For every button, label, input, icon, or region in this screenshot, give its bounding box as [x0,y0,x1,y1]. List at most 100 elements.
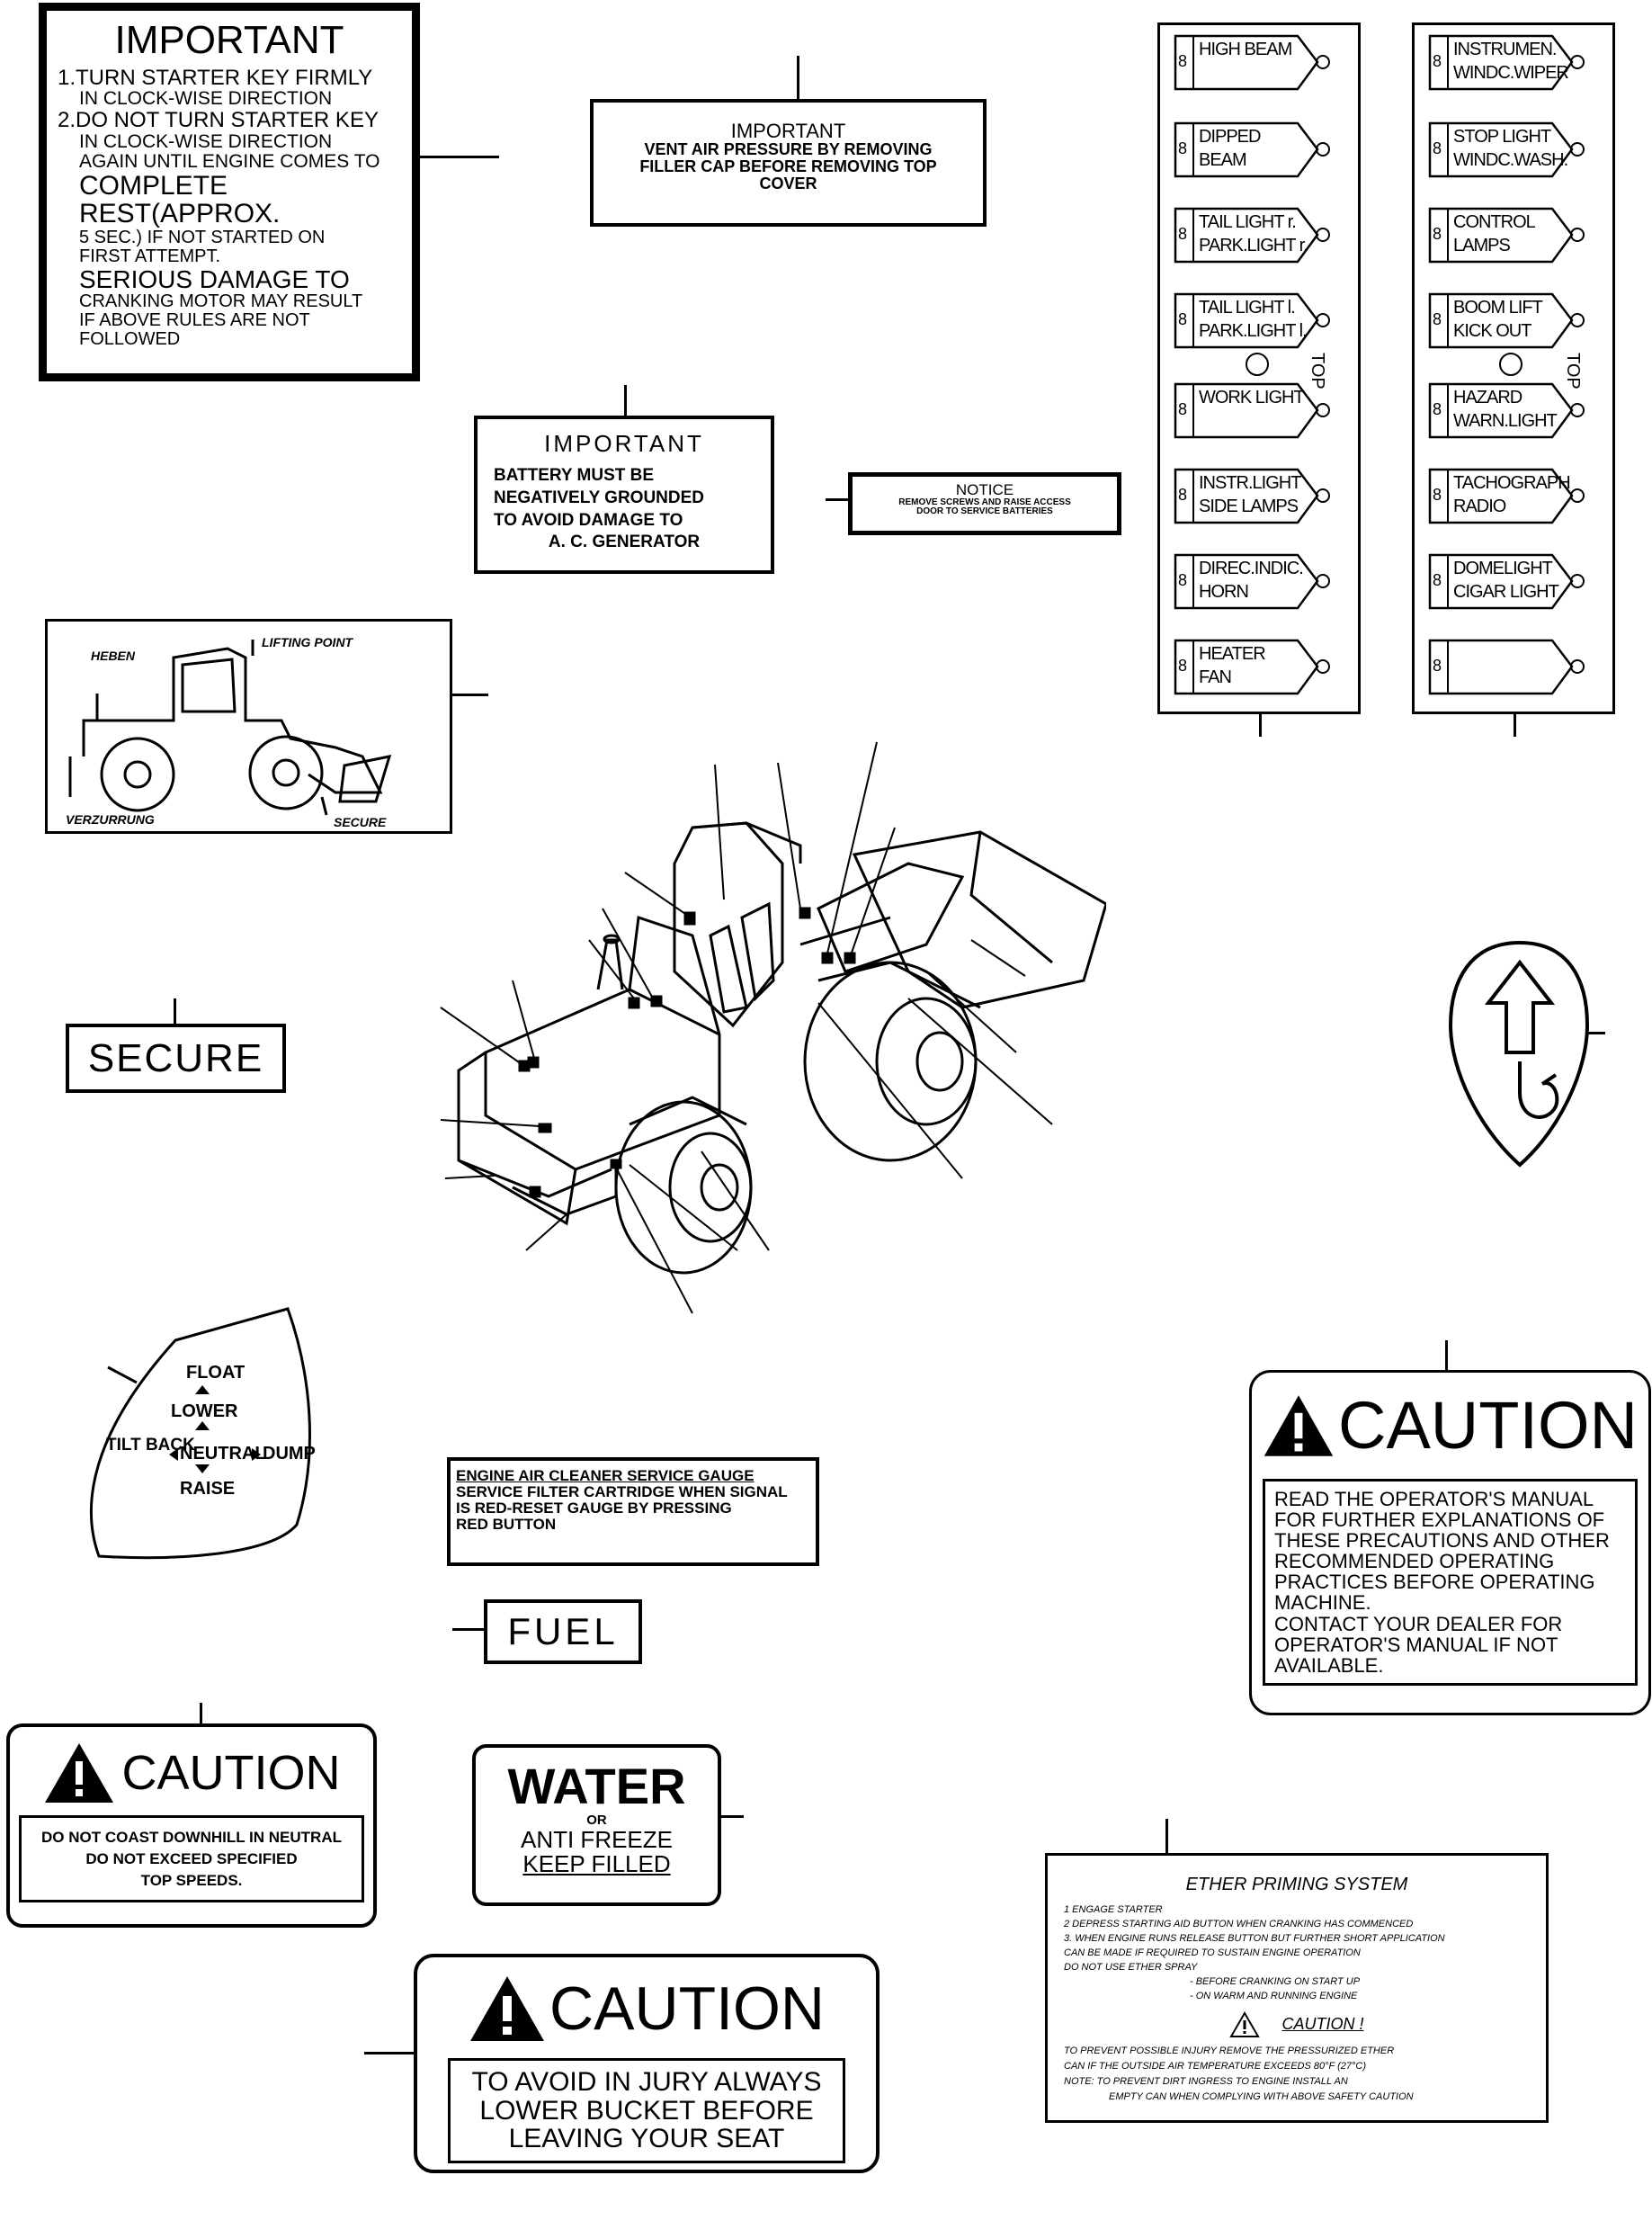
fuse-tag-outline [1174,292,1330,349]
fuse-tag-outline [1428,553,1585,610]
lever-neutral-label: NEUTRAL [180,1444,266,1464]
battery-decal-line: A. C. GENERATOR [548,533,701,552]
fuse-label: FAN [1199,667,1232,687]
caution-coast-body: DO NOT COAST DOWNHILL IN NEUTRAL DO NOT … [19,1815,364,1903]
secure-decal: SECURE [66,1024,286,1093]
caution-manual-line: FOR FURTHER EXPLANATIONS OF [1274,1508,1605,1532]
fuse-label: CIGAR LIGHT [1453,582,1559,602]
caution-header: CAUTION [1263,1385,1638,1466]
starter-decal-line: CRANKING MOTOR MAY RESULT [79,291,363,312]
leader-line [797,56,799,101]
fuel-decal: FUEL [484,1599,642,1664]
fuse-slot: 8 [1428,639,1585,695]
caution-manual-line: MACHINE. [1274,1591,1371,1615]
caution-manual-line: AVAILABLE. [1274,1653,1384,1677]
fuse-label: KICK OUT [1453,321,1531,341]
ether-step: - BEFORE CRANKING ON START UP [1190,1975,1361,1987]
fuse-label: WARN.LIGHT [1453,411,1558,431]
leader-line [624,385,627,416]
starter-decal-line: 2.DO NOT TURN STARTER KEY [58,108,379,133]
ether-caution-line: NOTE: TO PREVENT DIRT INGRESS TO ENGINE … [1064,2075,1348,2087]
leader-line [1587,1032,1605,1034]
fuse-amp: 8 [1433,139,1442,157]
fuse-label: TACHOGRAPH [1453,473,1571,493]
lever-lower-label: LOWER [171,1401,238,1421]
air-cleaner-gauge-decal: ENGINE AIR CLEANER SERVICE GAUGE SERVICE… [447,1457,819,1566]
fuse-label: TAIL LIGHT l. [1199,298,1296,318]
caution-bucket-line: TO AVOID IN JURY ALWAYS [471,2067,822,2097]
ether-step: DO NOT USE ETHER SPRAY [1064,1961,1198,1973]
fuse-tag-outline [1174,207,1330,264]
vent-decal-title: IMPORTANT [730,120,846,142]
caution-bucket-line: LEAVING YOUR SEAT [508,2124,785,2153]
starter-decal-line: AGAIN UNTIL ENGINE COMES TO [79,150,380,172]
leader-line [1259,714,1262,737]
fuse-label: SIDE LAMPS [1199,497,1299,516]
fuse-amp: 8 [1178,657,1188,675]
fuse-amp: 8 [1178,310,1188,328]
ether-caution-title: CAUTION ! [1281,2015,1364,2034]
starter-decal-line: COMPLETE REST(APPROX. [79,170,281,229]
caution-manual-decal: CAUTION READ THE OPERATOR'S MANUAL FOR F… [1249,1370,1651,1715]
verzurrung-label: VERZURRUNG [66,812,155,827]
leader-line [721,1815,744,1818]
starter-key-decal: IMPORTANT 1.TURN STARTER KEY FIRMLY IN C… [39,3,420,381]
water-or: OR [586,1812,607,1828]
fuse-label: HORN [1199,582,1249,602]
fuse-amp: 8 [1178,486,1188,504]
wheel-loader-illustration [440,741,1106,1314]
warning-triangle-icon [1229,2010,1261,2037]
fuse-amp: 8 [1433,657,1442,675]
caution-coast-line: DO NOT COAST DOWNHILL IN NEUTRAL [41,1829,342,1846]
fuse-label: WINDC.WASH. [1453,150,1568,170]
lever-dump-label: DUMP [263,1444,316,1464]
battery-decal-line: TO AVOID DAMAGE TO [494,510,683,530]
fuse-amp: 8 [1433,310,1442,328]
fuse-amp: 8 [1433,486,1442,504]
fuse-top-label-right: TOP [1563,353,1583,389]
ether-step: 1 ENGAGE STARTER [1064,1904,1163,1915]
leader-line [174,998,176,1024]
fuse-tag-outline [1174,468,1330,524]
secure-label: SECURE [334,815,387,829]
air-cleaner-title: ENGINE AIR CLEANER SERVICE GAUGE [456,1467,755,1484]
water-line2: KEEP FILLED [522,1849,671,1877]
ether-step: - ON WARM AND RUNNING ENGINE [1190,1990,1358,2001]
fuse-amp: 8 [1178,225,1188,243]
leader-line [452,694,488,696]
fuse-label: HEATER [1199,644,1266,664]
fuse-amp: 8 [1178,571,1188,589]
warning-triangle-icon [44,1743,113,1803]
fuse-tag-outline [1428,468,1585,524]
fuse-label: WORK LIGHT [1199,388,1305,407]
heben-label: HEBEN [91,649,136,663]
caution-manual-title: CAUTION [1338,1388,1638,1463]
fuse-label: INSTRUMEN. [1453,40,1557,59]
air-cleaner-line: RED BUTTON [456,1515,557,1533]
ether-step: 2 DEPRESS STARTING AID BUTTON WHEN CRANK… [1064,1918,1414,1929]
ether-step: CAN BE MADE IF REQUIRED TO SUSTAIN ENGIN… [1064,1947,1361,1958]
warning-triangle-icon [470,1976,544,2041]
caution-manual-body: READ THE OPERATOR'S MANUAL FOR FURTHER E… [1263,1479,1638,1686]
leader-line [452,1628,484,1631]
battery-ground-decal: IMPORTANT BATTERY MUST BE NEGATIVELY GRO… [474,416,774,574]
secure-decal-text: SECURE [87,1036,264,1080]
fuse-tag-outline [1174,553,1330,610]
fuse-label: TAIL LIGHT r. [1199,212,1297,232]
ether-title: ETHER PRIMING SYSTEM [1185,1875,1408,1894]
starter-decal-line: FOLLOWED [79,329,181,350]
leader-line [1445,1340,1448,1372]
fuse-tag-outline [1174,382,1330,439]
fuse-tag-outline [1174,639,1330,695]
fuse-label: DOMELIGHT [1453,559,1553,578]
lifting-point-label: LIFTING POINT [262,635,354,649]
fuse-tag-outline [1428,382,1585,439]
fuse-tag-outline [1428,34,1585,91]
